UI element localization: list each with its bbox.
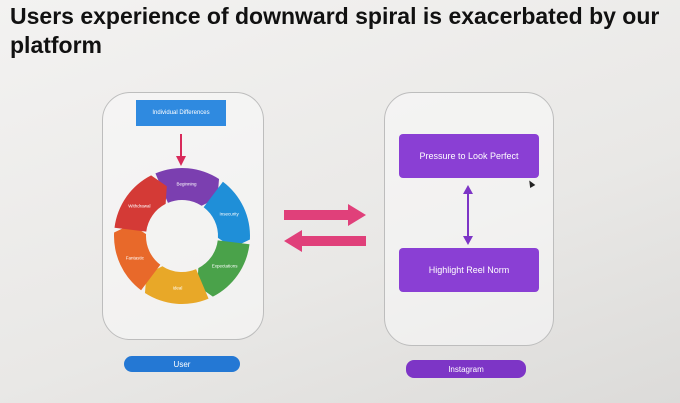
cycle-label-ideal: Ideal: [173, 285, 183, 290]
cycle-segment-expectations: [197, 240, 250, 297]
user-label: User: [124, 356, 240, 372]
arrow-to-instagram: [284, 204, 366, 226]
cycle-segment-beginning: [155, 168, 220, 206]
arrow-to-user: [284, 230, 366, 252]
cycle-label-fantastic: Fantastic: [126, 255, 145, 260]
cycle-label-expectations: Expectations: [212, 263, 239, 268]
slide-title: Users experience of downward spiral is e…: [10, 3, 660, 58]
vertical-double-arrow: [463, 185, 473, 245]
cycle-label-insecurity: Insecurity: [219, 212, 239, 217]
individual-differences-box: Individual Differences: [136, 100, 226, 126]
down-arrow: [176, 134, 186, 166]
cycle-segment-withdrawal: [114, 175, 167, 232]
highlight-reel-norm-box: Highlight Reel Norm: [399, 248, 539, 292]
pressure-to-look-perfect-box: Pressure to Look Perfect: [399, 134, 539, 178]
cycle-label-beginning: Beginning: [177, 182, 198, 187]
instagram-label: Instagram: [406, 360, 526, 378]
cycle-segment-fantastic: [114, 224, 161, 291]
cycle-segment-ideal: [144, 266, 209, 304]
cycle-label-withdrawal: Withdrawal: [128, 204, 150, 209]
cycle-segment-insecurity: [203, 181, 250, 248]
